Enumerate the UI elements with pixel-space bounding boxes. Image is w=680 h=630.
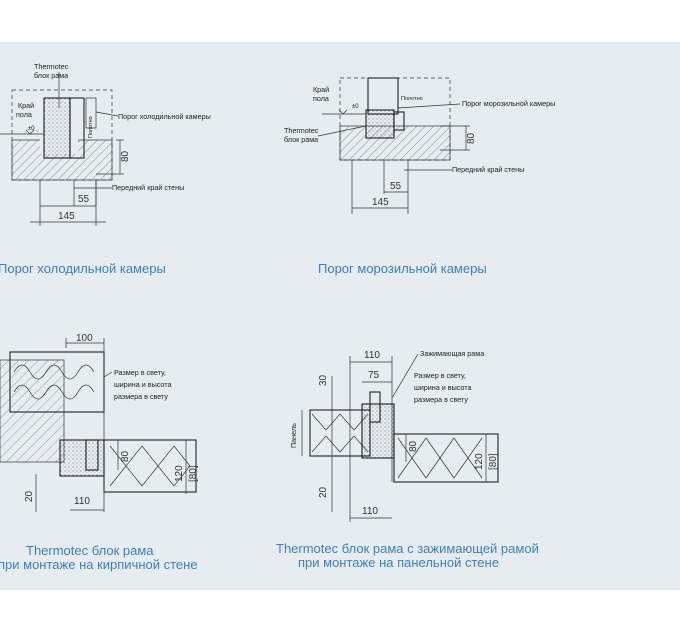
caption-brick-title: Thermotec блок рама (26, 543, 154, 558)
dim-145: 145 (58, 211, 75, 222)
label-clear-size-3: размера в свету (414, 395, 468, 404)
label-clear-size-2: ширина и высота (114, 380, 171, 389)
technical-drawings: Thermotec блок рама Край пола ±0 Полотно… (0, 62, 555, 572)
dim-30: 30 (318, 374, 329, 386)
label-thermotec: Thermotec (284, 126, 319, 135)
label-front-wall-edge: Передний край стены (112, 183, 184, 192)
dim-110-top: 110 (364, 350, 380, 361)
label-zero-level: ±0 (352, 104, 359, 110)
dim-145: 145 (372, 197, 389, 208)
dim-80: 80 (120, 150, 131, 162)
label-clear-size-1: Размер в свету, (114, 368, 166, 377)
caption-freezer-threshold: Порог морозильной камеры (318, 261, 487, 276)
dim-55: 55 (390, 181, 402, 192)
label-floor-edge-2: пола (313, 94, 329, 103)
dim-80-bracket: [80] (188, 465, 199, 482)
freezer-threshold-diagram: Край пола ±0 Полотно Порог морозильной к… (284, 77, 555, 276)
dim-110-bottom: 110 (362, 506, 378, 517)
dim-80-bracket: [80] (488, 453, 499, 470)
dim-20: 20 (318, 486, 329, 498)
label-frame: блок рама (284, 135, 318, 144)
caption-brick-subtitle: при монтаже на кирпичной стене (0, 557, 198, 572)
dim-80: 80 (408, 440, 419, 452)
drawing-sheet: Thermotec блок рама Край пола ±0 Полотно… (0, 42, 680, 590)
caption-panel-title: Thermotec блок рама с зажимающей рамой (276, 541, 539, 556)
label-front-wall-edge: Передний край стены (452, 165, 524, 174)
dim-75: 75 (368, 370, 380, 381)
label-floor-edge-1: Край (18, 101, 34, 110)
label-door-leaf: Полотно (88, 116, 94, 138)
label-zero-level: ±0 (28, 126, 35, 132)
dim-55: 55 (78, 194, 90, 205)
label-threshold: Порог холодильной камеры (118, 112, 211, 121)
dim-80: 80 (466, 132, 477, 144)
label-clear-size-3: размера в свету (114, 392, 168, 401)
dim-20: 20 (24, 490, 35, 502)
dim-110: 110 (74, 496, 90, 507)
dim-80: 80 (120, 450, 131, 462)
label-clear-size-1: Размер в свету, (414, 371, 466, 380)
brick-wall-mount-diagram: Размер в свету, ширина и высота размера … (0, 333, 199, 572)
label-floor-edge-2: пола (16, 110, 32, 119)
label-floor-edge-1: Край (313, 85, 329, 94)
label-clear-size-2: ширина и высота (414, 383, 471, 392)
dim-120: 120 (174, 465, 185, 482)
label-panel: Панель (289, 423, 298, 448)
label-clamp-frame: Зажимающая рама (420, 349, 484, 358)
dim-100: 100 (76, 333, 93, 344)
label-thermotec: Thermotec (34, 62, 69, 71)
label-door-leaf: Полотно (401, 96, 423, 102)
label-threshold: Порог морозильной камеры (462, 99, 555, 108)
dim-120: 120 (474, 453, 485, 470)
caption-panel-subtitle: при монтаже на панельной стене (298, 555, 499, 570)
cold-room-threshold-diagram: Thermotec блок рама Край пола ±0 Полотно… (0, 62, 211, 276)
label-frame: блок рама (34, 71, 68, 80)
caption-cold-threshold: Порог холодильной камеры (0, 261, 166, 276)
panel-wall-mount-diagram: Зажимающая рама Размер в свету, ширина и… (276, 349, 539, 570)
